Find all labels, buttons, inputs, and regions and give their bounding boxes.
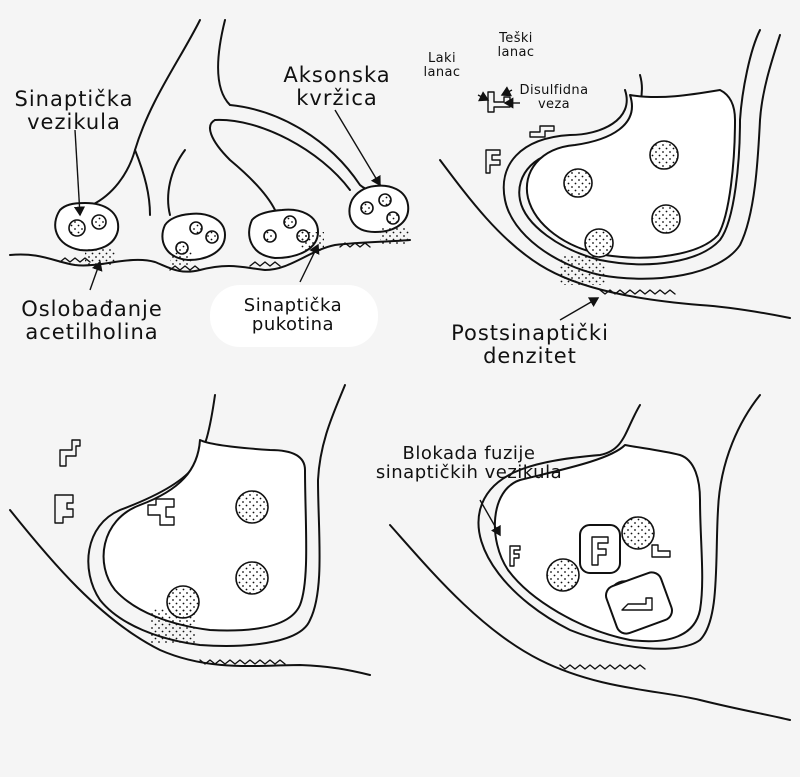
label-background — [210, 285, 378, 347]
toxin-molecule-icon — [59, 439, 81, 467]
toxin-molecule-icon — [651, 544, 671, 558]
toxin-molecule-icon — [509, 545, 521, 567]
panel-toxin-internalization — [9, 384, 371, 676]
toxin-molecule-icon — [529, 125, 555, 138]
axon-outline — [91, 19, 201, 206]
panel-neuromuscular-junction — [9, 19, 411, 291]
toxin-molecule-icon — [147, 498, 175, 526]
terminal-2 — [161, 212, 226, 261]
panel-fusion-block — [389, 394, 791, 721]
terminal-1 — [54, 202, 120, 252]
terminal-4 — [348, 184, 410, 233]
toxin-molecule-icon — [485, 149, 501, 174]
toxin-molecule-icon — [54, 494, 74, 524]
toxin-molecule-icon — [487, 91, 511, 113]
panel-toxin-binding — [439, 29, 791, 321]
